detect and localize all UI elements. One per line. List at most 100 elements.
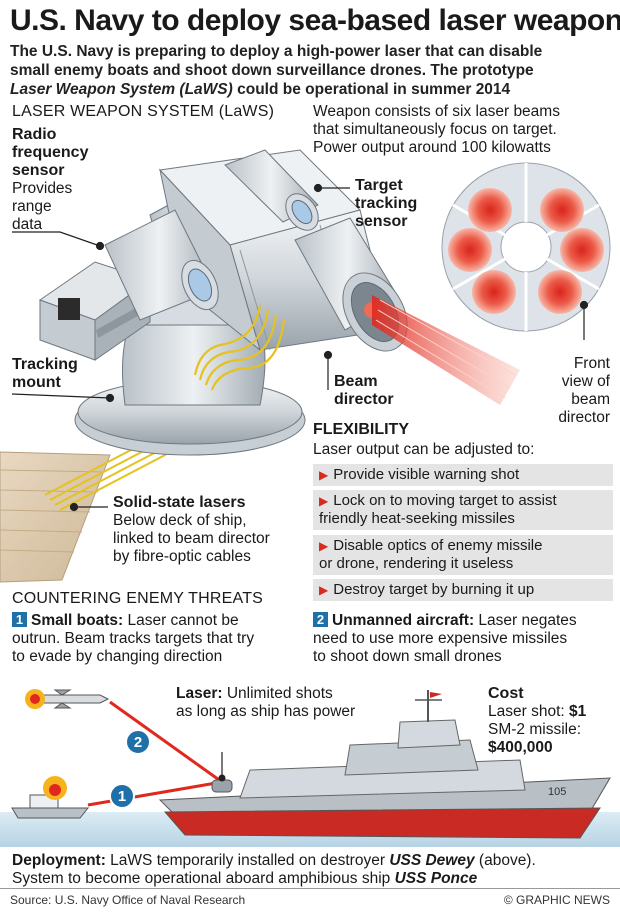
deployment-line-2: System to become operational aboard amph… <box>12 870 395 887</box>
target-sensor-line-1: Target <box>355 177 403 194</box>
deployment-text-1: LaWS temporarily installed on destroyer <box>105 852 390 869</box>
rf-sensor-cylinder <box>104 209 219 321</box>
intro-line-2: small enemy boats and shoot down surveil… <box>10 62 534 79</box>
lasers-title: Solid-state lasers <box>113 494 246 511</box>
threat-text-1: Laser negates <box>474 612 577 629</box>
laser-note-title: Laser: <box>176 685 223 702</box>
laser-note-text-1: Unlimited shots <box>222 685 333 702</box>
flexibility-item-text-2: friendly heat-seeking missiles <box>319 510 515 527</box>
rf-sensor-title-3: sensor <box>12 162 65 179</box>
threat-text-3: to evade by changing direction <box>12 648 223 665</box>
flexibility-item-text: Lock on to moving target to assist <box>333 492 557 509</box>
tracking-mount-line-1: Tracking <box>12 356 78 373</box>
intro-line-3: Laser Weapon System (LaWS) could be oper… <box>10 80 612 99</box>
beams-note-line-1: Weapon consists of six laser beams <box>313 103 560 120</box>
threats-heading: COUNTERING ENEMY THREATS <box>12 590 264 607</box>
flexibility-item-text-2: or drone, rendering it useless <box>319 555 514 572</box>
cost-box: Cost Laser shot: $1 SM-2 missile: $400,0… <box>488 685 586 757</box>
deployment-title: Deployment: <box>12 852 106 869</box>
threat-title: Unmanned aircraft: <box>332 612 475 629</box>
beams-note-line-3: Power output around 100 kilowatts <box>313 139 551 156</box>
flexibility-heading: FLEXIBILITY <box>313 421 409 438</box>
laser-beams <box>372 295 520 405</box>
front-view-line-3: beam <box>571 391 610 408</box>
deployment-ship-1: USS Dewey <box>389 852 475 869</box>
laser-note-text-2: as long as ship has power <box>176 703 356 720</box>
threat-unmanned-aircraft: 2 Unmanned aircraft: Laser negates need t… <box>313 612 613 666</box>
target-tracking-sensor-cylinder <box>224 149 319 231</box>
threat-title: Small boats: <box>31 612 124 629</box>
system-heading: LASER WEAPON SYSTEM (LaWS) <box>12 103 275 120</box>
rf-sensor-desc-3: data <box>12 216 43 233</box>
front-view-line-1: Front <box>573 355 610 372</box>
threat-small-boats: 1 Small boats: Laser cannot be outrun. Be… <box>12 612 302 666</box>
missile-label: SM-2 missile: <box>488 721 582 738</box>
threat-text-1: Laser cannot be <box>123 612 239 629</box>
drone-icon <box>25 689 110 709</box>
deployment-text-2: (above). <box>474 852 536 869</box>
flexibility-item-text: Destroy target by burning it up <box>333 581 535 598</box>
front-view-line-4: director <box>558 409 610 426</box>
footer-divider <box>0 888 620 889</box>
laser-shot-label: Laser shot: <box>488 703 569 720</box>
flexibility-item-lock-on: ▶ Lock on to moving target to assist frie… <box>313 490 613 530</box>
front-view-label: Front view of beam director <box>548 355 610 427</box>
intro-text: The U.S. Navy is preparing to deploy a h… <box>10 42 612 99</box>
beam-director-line-2: director <box>334 391 394 408</box>
red-triangle-icon: ▶ <box>319 494 329 508</box>
rf-sensor-label: Radio frequency sensor Provides range da… <box>12 126 122 234</box>
front-view-diagram <box>441 162 611 332</box>
beam-director-line-1: Beam <box>334 373 378 390</box>
ship-deck <box>0 451 111 583</box>
red-triangle-icon: ▶ <box>319 583 329 597</box>
flexibility-item-destroy: ▶ Destroy target by burning it up <box>313 579 613 601</box>
red-triangle-icon: ▶ <box>319 539 329 553</box>
red-triangle-icon: ▶ <box>319 468 329 482</box>
laser-pointer-dot <box>218 774 226 782</box>
front-view-line-2: view of <box>561 373 610 390</box>
tracking-mount-line-2: mount <box>12 374 61 391</box>
beam-director-label: Beam director <box>334 373 394 409</box>
target-sensor-line-3: sensor <box>355 213 408 230</box>
target-sensor-label: Target tracking sensor <box>355 177 417 231</box>
cost-title: Cost <box>488 685 524 702</box>
intro-line-3-rest: could be operational in summer 2014 <box>232 81 511 98</box>
flexibility-item-disable-optics: ▶Disable optics of enemy missile or dron… <box>313 535 613 575</box>
brand-credit: © GRAPHIC NEWS <box>503 893 610 907</box>
svg-text:2: 2 <box>134 734 142 751</box>
flexibility-item-warning: ▶ Provide visible warning shot <box>313 464 613 486</box>
tracking-mount-label: Tracking mount <box>12 356 78 392</box>
threat-number-badge: 1 <box>12 612 27 627</box>
lasers-desc-3: by fibre-optic cables <box>113 548 251 565</box>
threat-badge-1: 1 <box>109 783 135 809</box>
pointer-lines <box>11 183 589 512</box>
page-title: U.S. Navy to deploy sea-based laser weap… <box>10 4 620 37</box>
rf-sensor-desc-2: range <box>12 198 52 215</box>
deployment-note: Deployment: LaWS temporarily installed o… <box>12 852 612 888</box>
beams-note: Weapon consists of six laser beams that … <box>313 103 613 157</box>
lasers-desc-1: Below deck of ship, <box>113 512 247 529</box>
missile-value: $400,000 <box>488 739 553 756</box>
lasers-desc-2: linked to beam director <box>113 530 270 547</box>
threat-number-badge: 2 <box>313 612 328 627</box>
director-cables <box>193 304 286 391</box>
intro-system-name: Laser Weapon System (LaWS) <box>10 81 233 98</box>
intro-line-1: The U.S. Navy is preparing to deploy a h… <box>10 43 543 60</box>
destroyer-ship <box>158 690 611 839</box>
hull-number: 105 <box>548 786 567 798</box>
flexibility-intro: Laser output can be adjusted to: <box>313 441 535 458</box>
threat-text-2: outrun. Beam tracks targets that try <box>12 630 255 647</box>
target-sensor-line-2: tracking <box>355 195 418 212</box>
source-credit: Source: U.S. Navy Office of Naval Resear… <box>10 893 246 907</box>
rf-sensor-title-2: frequency <box>12 144 89 161</box>
small-boat-icon <box>11 776 90 819</box>
threat-text-2: need to use more expensive missiles <box>313 630 568 647</box>
rf-sensor-title-1: Radio <box>12 126 57 143</box>
threat-badge-2: 2 <box>125 729 151 755</box>
laser-shot-value: $1 <box>569 703 587 720</box>
laser-note: Laser: Unlimited shots as long as ship h… <box>176 685 355 721</box>
deployment-ship-2: USS Ponce <box>394 870 478 887</box>
threat-text-3: to shoot down small drones <box>313 648 502 665</box>
flexibility-item-text: Provide visible warning shot <box>333 466 520 483</box>
